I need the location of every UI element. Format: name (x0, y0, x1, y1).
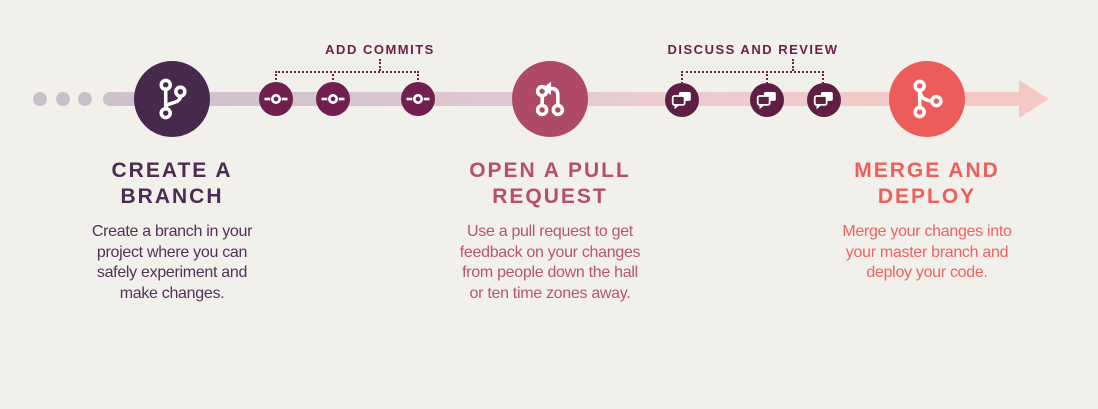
step-heading-line: BRANCH (120, 185, 224, 208)
git-pull-request-icon (527, 76, 573, 122)
commit-marker (401, 82, 435, 116)
discuss-review-label-stub (792, 59, 794, 71)
step-description-line: make changes. (119, 284, 225, 302)
add-commits-connector-stub (332, 74, 334, 84)
discuss-review-connector (681, 71, 824, 73)
step-description-line: project where you can (96, 243, 248, 261)
git-commit-icon (403, 84, 433, 114)
step-heading-line: REQUEST (492, 185, 608, 208)
create-branch-node (134, 61, 210, 137)
step-description: Create a branch in your project where yo… (52, 222, 292, 304)
timeline-arrow-icon (1019, 80, 1049, 118)
step-heading: OPEN A PULL REQUEST (430, 158, 670, 210)
add-commits-connector-stub (417, 74, 419, 84)
step-heading-line: OPEN A PULL (469, 159, 631, 182)
step-heading-line: CREATE A (111, 159, 233, 182)
step-description-line: Merge your changes into (842, 223, 1012, 240)
merge-deploy-node (889, 61, 965, 137)
step-description: Merge your changes into your master bran… (807, 222, 1047, 284)
step-description-line: Create a branch in your (91, 223, 253, 240)
step-heading-line: MERGE AND (854, 159, 1000, 182)
git-branch-icon (149, 76, 195, 122)
step-description-line: feedback on your changes (459, 243, 641, 261)
add-commits-label: ADD COMMITS (325, 42, 435, 57)
discuss-review-connector-stub (681, 74, 683, 84)
step-description-line: or ten time zones away. (469, 284, 631, 302)
discuss-review-connector-stub (822, 74, 824, 84)
add-commits-connector-stub (275, 74, 277, 84)
add-commits-label-stub (379, 59, 381, 71)
step-description-line: from people down the hall (462, 264, 638, 281)
step-description: Use a pull request to get feedback on yo… (430, 222, 670, 304)
step-heading: CREATE A BRANCH (52, 158, 292, 210)
timeline-start-dot (56, 92, 70, 106)
step-description-line: Use a pull request to get (467, 223, 633, 240)
timeline-start-dot (78, 92, 92, 106)
step-description-line: safely experiment and (96, 264, 248, 281)
create-branch-text: CREATE A BRANCH Create a branch in your … (52, 158, 292, 304)
pull-request-text: OPEN A PULL REQUEST Use a pull request t… (430, 158, 670, 304)
commit-marker (259, 82, 293, 116)
git-commit-icon (261, 84, 291, 114)
chat-bubbles-icon (752, 85, 782, 115)
step-heading-line: DEPLOY (877, 185, 977, 208)
step-description-line: deploy your code. (866, 264, 988, 281)
pull-request-node (512, 61, 588, 137)
discussion-marker (807, 83, 841, 117)
step-heading: MERGE AND DEPLOY (807, 158, 1047, 210)
add-commits-connector (275, 71, 419, 73)
timeline-start-dot (33, 92, 47, 106)
discussion-marker (665, 83, 699, 117)
discuss-review-connector-stub (766, 74, 768, 84)
step-description-line: your master branch and (845, 243, 1009, 261)
discussion-marker (750, 83, 784, 117)
chat-bubbles-icon (809, 85, 839, 115)
git-merge-icon (904, 76, 950, 122)
git-commit-icon (318, 84, 348, 114)
chat-bubbles-icon (667, 85, 697, 115)
merge-deploy-text: MERGE AND DEPLOY Merge your changes into… (807, 158, 1047, 284)
commit-marker (316, 82, 350, 116)
discuss-review-label: DISCUSS AND REVIEW (667, 42, 839, 57)
